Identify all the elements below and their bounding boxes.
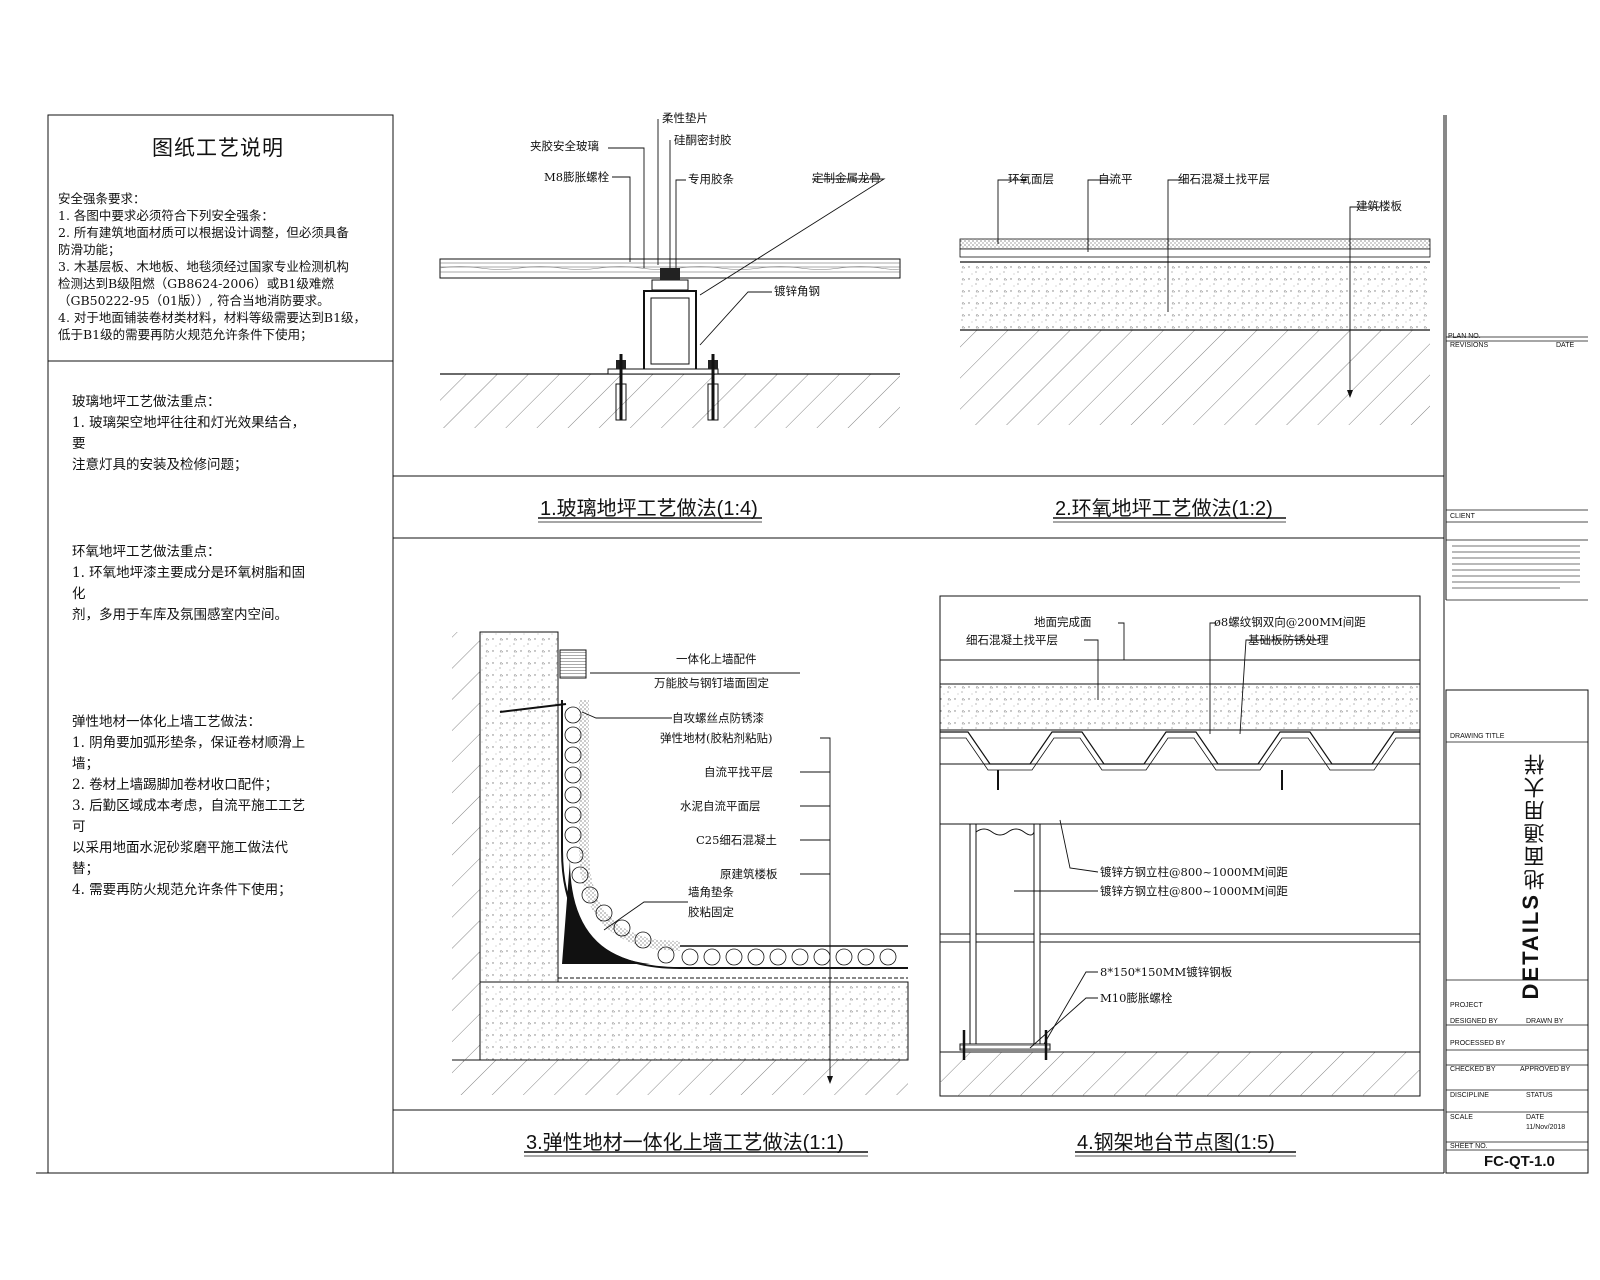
elastic-line: 3. 后勤区域成本考虑，自流平施工工艺 (72, 798, 306, 814)
titleblock-scale: SCALE (1450, 1114, 1473, 1121)
elastic-line: 1. 阴角要加弧形垫条，保证卷材顺滑上 (72, 735, 306, 751)
detail3-elastic-flooring-drawing (452, 631, 909, 1095)
titleblock-approved-by: APPROVED BY (1520, 1066, 1571, 1073)
elastic-heading: 弹性地材一体化上墙工艺做法： (72, 714, 261, 730)
detail3-label: 胶粘固定 (688, 905, 734, 919)
epoxy-line: 化 (72, 586, 86, 602)
glass-line: 要 (72, 436, 86, 452)
titleblock-sheet-no-label: SHEET NO. (1450, 1143, 1488, 1150)
detail4-label: 8*150*150MM镀锌钢板 (1100, 965, 1233, 979)
epoxy-line: 剂，多用于车库及氛围感室内空间。 (72, 607, 288, 623)
glass-line: 注意灯具的安装及检修问题； (72, 457, 248, 473)
elastic-line: 2. 卷材上墙踢脚加卷材收口配件； (72, 777, 279, 793)
detail3-label: 自流平找平层 (704, 765, 773, 779)
safety-line: 2. 所有建筑地面材质可以根据设计调整，但必须具备 (58, 225, 349, 240)
detail3-label: 弹性地材(胶粘剂粘贴) (660, 731, 773, 745)
titleblock-drawing-title-cn: 地面通用大样 (1523, 752, 1547, 890)
epoxy-heading: 环氧地坪工艺做法重点： (72, 544, 221, 560)
detail1-label: 夹胶安全玻璃 (530, 139, 599, 153)
safety-line: （GB50222-95（01版））, 符合当地消防要求。 (58, 293, 330, 308)
titleblock-drawn-by: DRAWN BY (1526, 1018, 1564, 1025)
detail2-label: 建筑楼板 (1356, 199, 1402, 213)
glass-line: 1. 玻璃架空地坪往往和灯光效果结合， (72, 415, 306, 431)
titleblock-drawing-title-en: DETAILS (1518, 893, 1543, 1000)
detail3-label: 原建筑楼板 (720, 867, 778, 881)
titleblock-sheet-number: FC-QT-1.0 (1484, 1153, 1555, 1170)
elastic-line: 以采用地面水泥砂浆磨平施工做法代 (72, 840, 288, 856)
titleblock-checked-by: CHECKED BY (1450, 1066, 1496, 1073)
titleblock-drawing-title-label: DRAWING TITLE (1450, 733, 1505, 740)
glass-heading: 玻璃地坪工艺做法重点： (72, 394, 221, 410)
titleblock-date-value: 11/Nov/2018 (1526, 1124, 1566, 1131)
detail2-label: 环氧面层 (1008, 172, 1054, 186)
detail4-label: 细石混凝土找平层 (966, 633, 1058, 647)
detail1-label: M8膨胀螺栓 (544, 170, 610, 184)
titleblock-revisions: REVISIONS (1450, 342, 1489, 349)
detail2-label: 细石混凝土找平层 (1178, 172, 1270, 186)
epoxy-line: 1. 环氧地坪漆主要成分是环氧树脂和固 (72, 565, 306, 581)
safety-line: 3. 木基层板、木地板、地毯须经过国家专业检测机构 (58, 259, 349, 274)
safety-heading: 安全强条要求： (58, 191, 146, 206)
titleblock-plan-no: PLAN NO. (1448, 333, 1481, 340)
detail4-label: 地面完成面 (1034, 615, 1092, 629)
titleblock-project: PROJECT (1450, 1002, 1483, 1009)
detail3-label: 万能胶与钢钉墙面固定 (654, 676, 769, 690)
detail3-label: 墙角垫条 (688, 885, 734, 899)
detail4-caption: 4.钢架地台节点图(1:5) (1077, 1132, 1275, 1154)
detail3-label: 水泥自流平面层 (680, 799, 761, 813)
titleblock-discipline: DISCIPLINE (1450, 1092, 1489, 1099)
safety-line: 低于B1级的需要再防火规范允许条件下使用； (58, 327, 313, 342)
detail4-label: 基础板防锈处理 (1248, 633, 1329, 647)
detail1-label: 硅酮密封胶 (674, 133, 732, 147)
detail4-label: 镀锌方钢立柱@800~1000MM间距 (1100, 865, 1288, 879)
detail3-label: C25细石混凝土 (696, 833, 777, 847)
detail3-caption: 3.弹性地材一体化上墙工艺做法(1:1) (526, 1132, 844, 1154)
detail1-glass-floor-drawing (439, 119, 901, 428)
detail4-label: M10膨胀螺栓 (1100, 991, 1173, 1005)
safety-line: 1. 各图中要求必须符合下列安全强条： (58, 208, 274, 223)
detail4-label: ø8螺纹钢双向@200MM间距 (1214, 615, 1366, 629)
detail2-epoxy-floor-drawing (959, 179, 1431, 425)
detail1-label: 柔性垫片 (662, 111, 708, 125)
detail4-label: 镀锌方钢立柱@800~1000MM间距 (1100, 884, 1288, 898)
titleblock-lines (1446, 336, 1588, 1151)
detail2-label: 自流平 (1098, 172, 1133, 186)
caption-underlines (524, 517, 1296, 1157)
elastic-line: 4. 需要再防火规范允许条件下使用； (72, 882, 292, 898)
titleblock-designed-by: DESIGNED BY (1450, 1018, 1498, 1025)
detail1-label: 专用胶条 (688, 172, 734, 186)
titleblock-spec-text-marks (1452, 545, 1580, 589)
sheet-frames (36, 114, 1589, 1174)
titleblock-rev-date: DATE (1556, 342, 1575, 349)
elastic-line: 墙； (72, 756, 99, 772)
safety-notes: 安全强条要求： 1. 各图中要求必须符合下列安全强条： 2. 所有建筑地面材质可… (58, 190, 383, 343)
elastic-line: 可 (72, 819, 86, 835)
titleblock-status: STATUS (1526, 1092, 1553, 1099)
glass-notes: 玻璃地坪工艺做法重点： 1. 玻璃架空地坪往往和灯光效果结合， 要 注意灯具的安… (72, 392, 397, 476)
detail1-label: 镀锌角钢 (774, 284, 820, 298)
safety-line: 检测达到B级阻燃（GB8624-2006）或B1级难燃 (58, 276, 334, 291)
detail1-label: 定制金属龙骨 (812, 171, 881, 185)
detail3-label: 自攻螺丝点防锈漆 (672, 711, 764, 725)
elastic-line: 替； (72, 861, 99, 877)
detail3-label: 一体化上墙配件 (676, 652, 757, 666)
notes-title: 图纸工艺说明 (152, 136, 284, 160)
titleblock-client: CLIENT (1450, 513, 1475, 520)
safety-line: 防滑功能； (58, 242, 121, 257)
titleblock-processed-by: PROCESSED BY (1450, 1040, 1506, 1047)
detail4-steel-platform-drawing (939, 595, 1421, 1097)
detail2-caption: 2.环氧地坪工艺做法(1:2) (1055, 498, 1273, 520)
titleblock-date-label: DATE (1526, 1114, 1545, 1121)
safety-line: 4. 对于地面铺装卷材类材料，材料等级需要达到B1级， (58, 310, 367, 325)
elastic-notes: 弹性地材一体化上墙工艺做法： 1. 阴角要加弧形垫条，保证卷材顺滑上 墙； 2.… (72, 712, 397, 901)
epoxy-notes: 环氧地坪工艺做法重点： 1. 环氧地坪漆主要成分是环氧树脂和固 化 剂，多用于车… (72, 542, 397, 626)
detail1-caption: 1.玻璃地坪工艺做法(1:4) (540, 498, 758, 520)
